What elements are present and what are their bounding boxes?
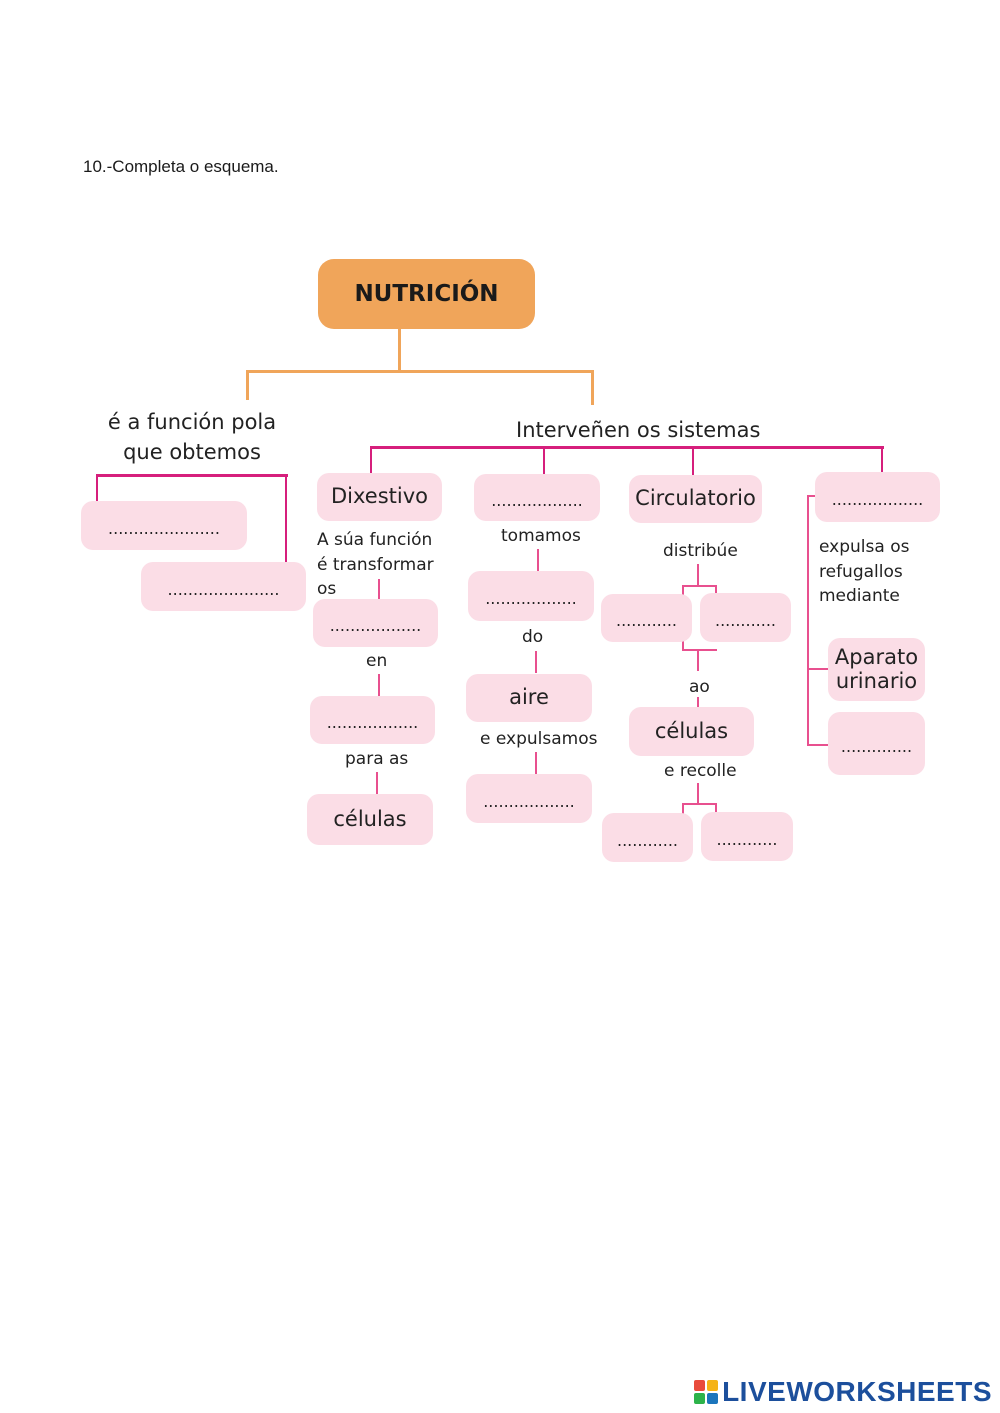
connector-line [96,474,288,477]
connector-line [697,649,699,671]
connector-line [697,564,699,586]
connector-line [692,446,694,476]
answer-blank[interactable]: ............ [701,812,793,861]
exercise-instruction: 10.-Completa o esquema. [83,157,279,176]
connector-text-en: en [366,651,388,671]
connector-line [682,585,717,587]
connector-line [697,783,699,803]
connector-line [376,772,378,794]
answer-blank[interactable]: ...................... [141,562,306,611]
answer-blank[interactable]: ............ [601,594,692,642]
answer-blank[interactable]: ............ [700,593,791,642]
connector-line [370,446,884,449]
connector-line [807,744,829,746]
connector-line [682,649,717,651]
systems-header: Interveñen os sistemas [516,418,761,442]
answer-blank[interactable]: .............. [828,712,925,775]
connector-line [535,651,537,673]
connector-line [96,474,98,502]
aparato-urinario-box: Aparato urinario [828,638,925,701]
connector-line [807,668,829,670]
connector-text-distribue: distribúe [663,541,738,561]
connector-line [246,370,594,373]
logo-text: LIVEWORKSHEETS [722,1376,992,1407]
connector-text-expulsamos: e expulsamos [480,729,598,749]
connector-line [591,370,594,405]
connector-line [697,697,699,708]
connector-line [807,495,809,746]
left-branch-label: é a función pola que obtemos [107,410,277,465]
connector-text-para-as: para as [345,749,409,769]
connector-line [537,549,539,571]
connector-text-do: do [522,627,544,647]
answer-blank[interactable]: .................. [474,474,600,521]
answer-blank[interactable]: .................. [466,774,592,823]
dixestivo-description: A súa función é transformar os [317,530,434,600]
connector-line [378,579,380,599]
connector-line [535,752,537,774]
answer-blank[interactable]: .................. [468,571,594,621]
circulatorio-box: Circulatorio [629,475,762,523]
answer-blank[interactable]: .................. [310,696,435,744]
celulas-box: células [307,794,433,845]
connector-line [398,329,401,371]
connector-line [370,446,372,474]
connector-line [682,803,717,805]
connector-line [682,803,684,815]
connector-line [881,446,883,472]
nutrition-title: NUTRICIÓN [318,259,535,329]
connector-line [715,585,717,595]
excretor-description: expulsa os refugallos mediante [819,537,910,607]
liveworksheets-logo: LIVEWORKSHEETS [694,1376,992,1408]
answer-blank[interactable]: ...................... [81,501,247,550]
connector-text-tomamos: tomamos [501,526,581,546]
connector-line [715,803,717,815]
dixestivo-box: Dixestivo [317,473,442,521]
answer-blank[interactable]: .................. [815,472,940,522]
connector-line [246,370,249,400]
logo-mark-icon [694,1380,719,1404]
connector-line [543,446,545,474]
answer-blank[interactable]: .................. [313,599,438,647]
aire-box: aire [466,674,592,722]
connector-line [807,495,815,497]
celulas-circulatorio-box: células [629,707,754,756]
connector-line [378,674,380,696]
connector-line [285,474,287,564]
connector-text-recolle: e recolle [664,761,737,781]
answer-blank[interactable]: ............ [602,813,693,862]
connector-text-ao: ao [689,677,710,697]
